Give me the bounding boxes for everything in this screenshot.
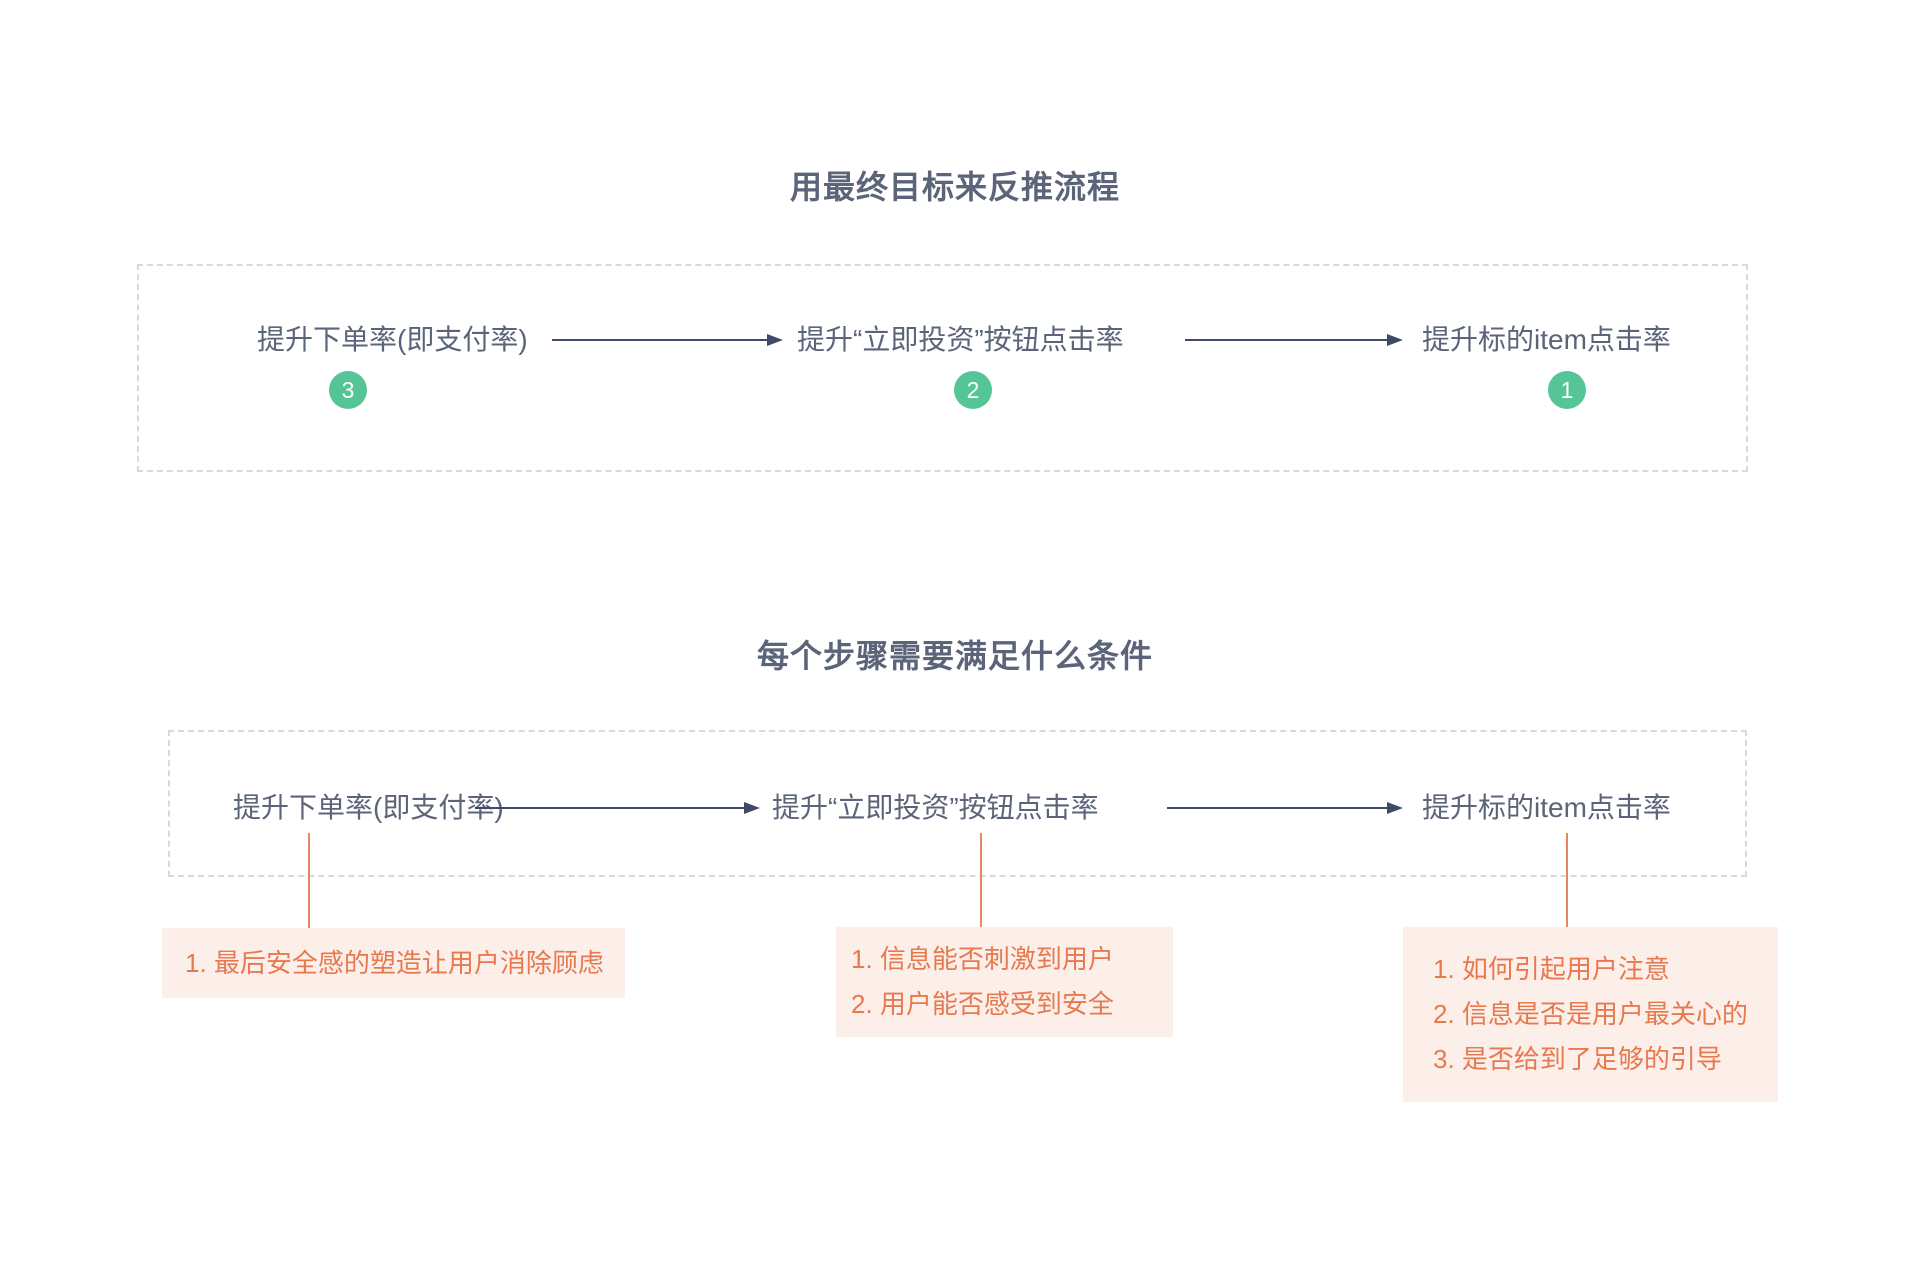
connector-line-3 [1566,833,1568,927]
note-line: 3. 是否给到了足够的引导 [1433,1044,1722,1074]
flow1-arrow1-line [552,339,767,341]
note-box-2: 1. 信息能否刺激到用户 2. 用户能否感受到安全 [836,927,1173,1037]
section1-title: 用最终目标来反推流程 [789,169,1120,205]
flow1-arrow2-line [1185,339,1387,341]
note-line: 2. 信息是否是用户最关心的 [1433,999,1748,1029]
flow2-arrow1-head-icon [744,802,760,814]
flow2-arrow2-head-icon [1387,802,1403,814]
section2-flow-box [168,730,1747,877]
flow1-step1-label: 提升下单率(即支付率) [257,324,528,355]
flow1-arrow2-head-icon [1387,334,1403,346]
note-box-1: 1. 最后安全感的塑造让用户消除顾虑 [162,928,625,998]
note-line: 2. 用户能否感受到安全 [851,989,1114,1019]
flow1-step3-label: 提升标的item点击率 [1422,324,1671,355]
connector-line-2 [980,833,982,927]
flow1-arrow1-head-icon [767,334,783,346]
flow2-arrow2-line [1167,807,1387,809]
flow2-step3-label: 提升标的item点击率 [1422,792,1671,823]
connector-line-1 [308,833,310,928]
priority-badge-3: 3 [329,371,367,409]
flow2-arrow1-line [475,807,744,809]
section1-flow-box [137,264,1748,472]
flow2-step2-label: 提升“立即投资”按钮点击率 [772,792,1099,823]
note-line: 1. 信息能否刺激到用户 [851,944,1114,974]
priority-badge-1: 1 [1548,371,1586,409]
flow1-step2-label: 提升“立即投资”按钮点击率 [797,324,1124,355]
flow2-step1-label: 提升下单率(即支付率) [233,792,504,823]
note-box-3: 1. 如何引起用户注意 2. 信息是否是用户最关心的 3. 是否给到了足够的引导 [1403,927,1778,1102]
priority-badge-2: 2 [954,371,992,409]
note-line: 1. 最后安全感的塑造让用户消除顾虑 [185,947,604,978]
section2-title: 每个步骤需要满足什么条件 [756,638,1153,674]
note-line: 1. 如何引起用户注意 [1433,954,1670,984]
